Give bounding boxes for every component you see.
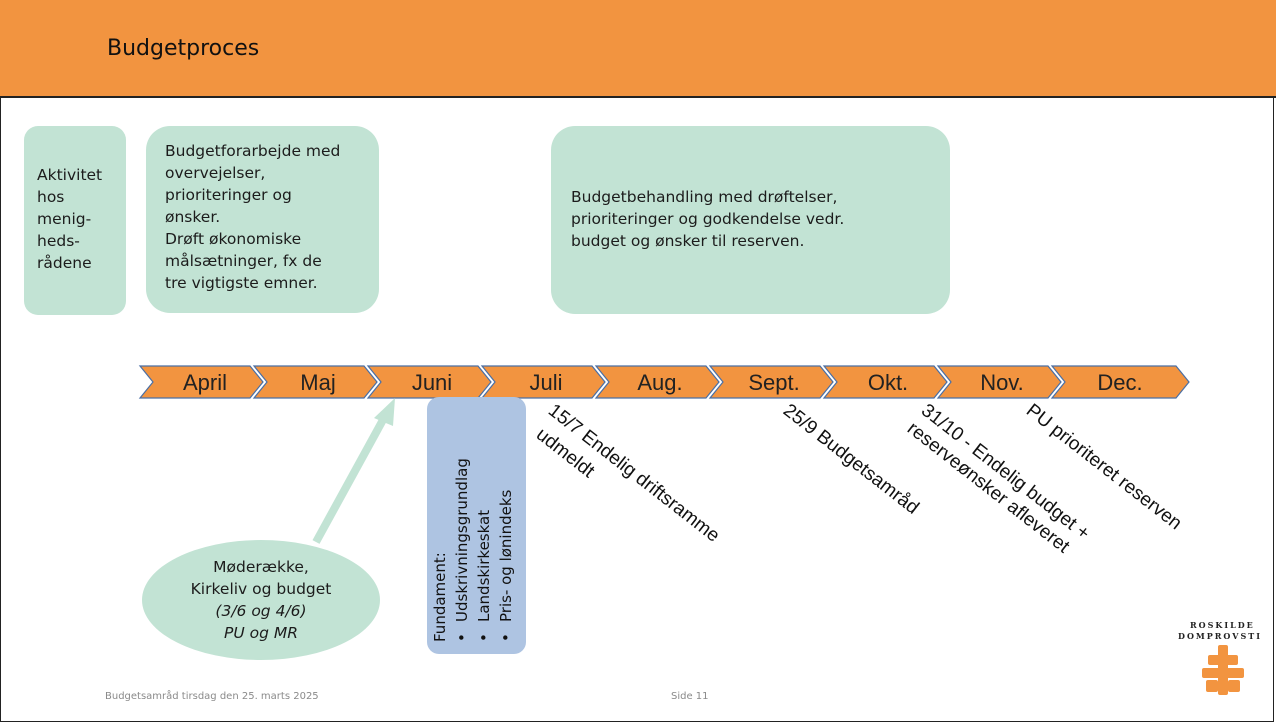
chevron-dec bbox=[1050, 365, 1190, 399]
up-arrow-icon bbox=[312, 398, 395, 544]
prework-line: ønsker. bbox=[165, 208, 221, 226]
chevron-okt bbox=[822, 365, 948, 399]
chevron-april bbox=[138, 365, 264, 399]
prework-line: overvejelser, bbox=[165, 164, 266, 182]
fundament-item: Landskirkeskat bbox=[475, 509, 493, 622]
title-bar: Budgetproces bbox=[0, 0, 1276, 98]
fundament-heading: Fundament: bbox=[431, 552, 449, 642]
processing-line: budget og ønsker til reserven. bbox=[571, 232, 805, 250]
meetings-participants: PU og MR bbox=[223, 624, 298, 642]
logo-text-line1: ROSKILDE bbox=[1190, 620, 1255, 630]
month-aug: Aug. bbox=[637, 370, 682, 395]
processing-line: Budgetbehandling med drøftelser, bbox=[571, 188, 838, 206]
footer-page-number: Side 11 bbox=[671, 691, 709, 702]
fundament-bullet: • bbox=[453, 633, 471, 642]
meetings-line: Kirkeliv og budget bbox=[190, 580, 332, 598]
meetings-line: Møderække, bbox=[213, 558, 309, 576]
chevron-aug bbox=[594, 365, 720, 399]
prework-line: Drøft økonomiske bbox=[165, 230, 302, 248]
month-april: April bbox=[183, 370, 227, 395]
month-maj: Maj bbox=[300, 370, 335, 395]
activity-line: hos bbox=[37, 188, 65, 206]
activity-box: Aktivitet hos menig- heds- rådene bbox=[24, 126, 126, 315]
activity-line: Aktivitet bbox=[37, 166, 103, 184]
slide-title: Budgetproces bbox=[107, 36, 260, 61]
month-okt: Okt. bbox=[868, 370, 908, 395]
fundament-box bbox=[427, 397, 526, 654]
activity-line: menig- bbox=[37, 210, 92, 228]
chevron-juli bbox=[480, 365, 606, 399]
fundament-item: Udskrivningsgrundlag bbox=[453, 458, 471, 622]
fundament-item: Pris- og lønindeks bbox=[497, 489, 515, 622]
processing-box: Budgetbehandling med drøftelser, priorit… bbox=[551, 126, 950, 314]
prework-line: målsætninger, fx de bbox=[165, 252, 322, 270]
activity-line: heds- bbox=[37, 232, 80, 250]
prework-line: tre vigtigste emner. bbox=[165, 274, 318, 292]
fundament-bullet: • bbox=[475, 633, 493, 642]
prework-box: Budgetforarbejde med overvejelser, prior… bbox=[146, 126, 379, 313]
month-sept: Sept. bbox=[748, 370, 799, 395]
chevron-nov bbox=[936, 365, 1062, 399]
meetings-dates: (3/6 og 4/6) bbox=[215, 602, 307, 620]
footer-date: Budgetsamråd tirsdag den 25. marts 2025 bbox=[105, 691, 319, 702]
prework-line: Budgetforarbejde med bbox=[165, 142, 341, 160]
meetings-ellipse bbox=[142, 540, 380, 660]
logo-text-line2: DOMPROVSTI bbox=[1178, 631, 1262, 641]
month-dec: Dec. bbox=[1097, 370, 1142, 395]
processing-line: prioriteringer og godkendelse vedr. bbox=[571, 210, 845, 228]
prework-line: prioriteringer og bbox=[165, 186, 292, 204]
activity-line: rådene bbox=[37, 254, 92, 272]
month-juli: Juli bbox=[529, 370, 562, 395]
chevron-maj bbox=[252, 365, 378, 399]
month-nov: Nov. bbox=[980, 370, 1024, 395]
fundament-bullet: • bbox=[497, 633, 515, 642]
month-juni: Juni bbox=[412, 370, 452, 395]
meetings-text: Møderække, Kirkeliv og budget (3/6 og 4/… bbox=[143, 556, 379, 644]
timeline-chevrons bbox=[138, 365, 1190, 399]
chevron-sept bbox=[708, 365, 834, 399]
